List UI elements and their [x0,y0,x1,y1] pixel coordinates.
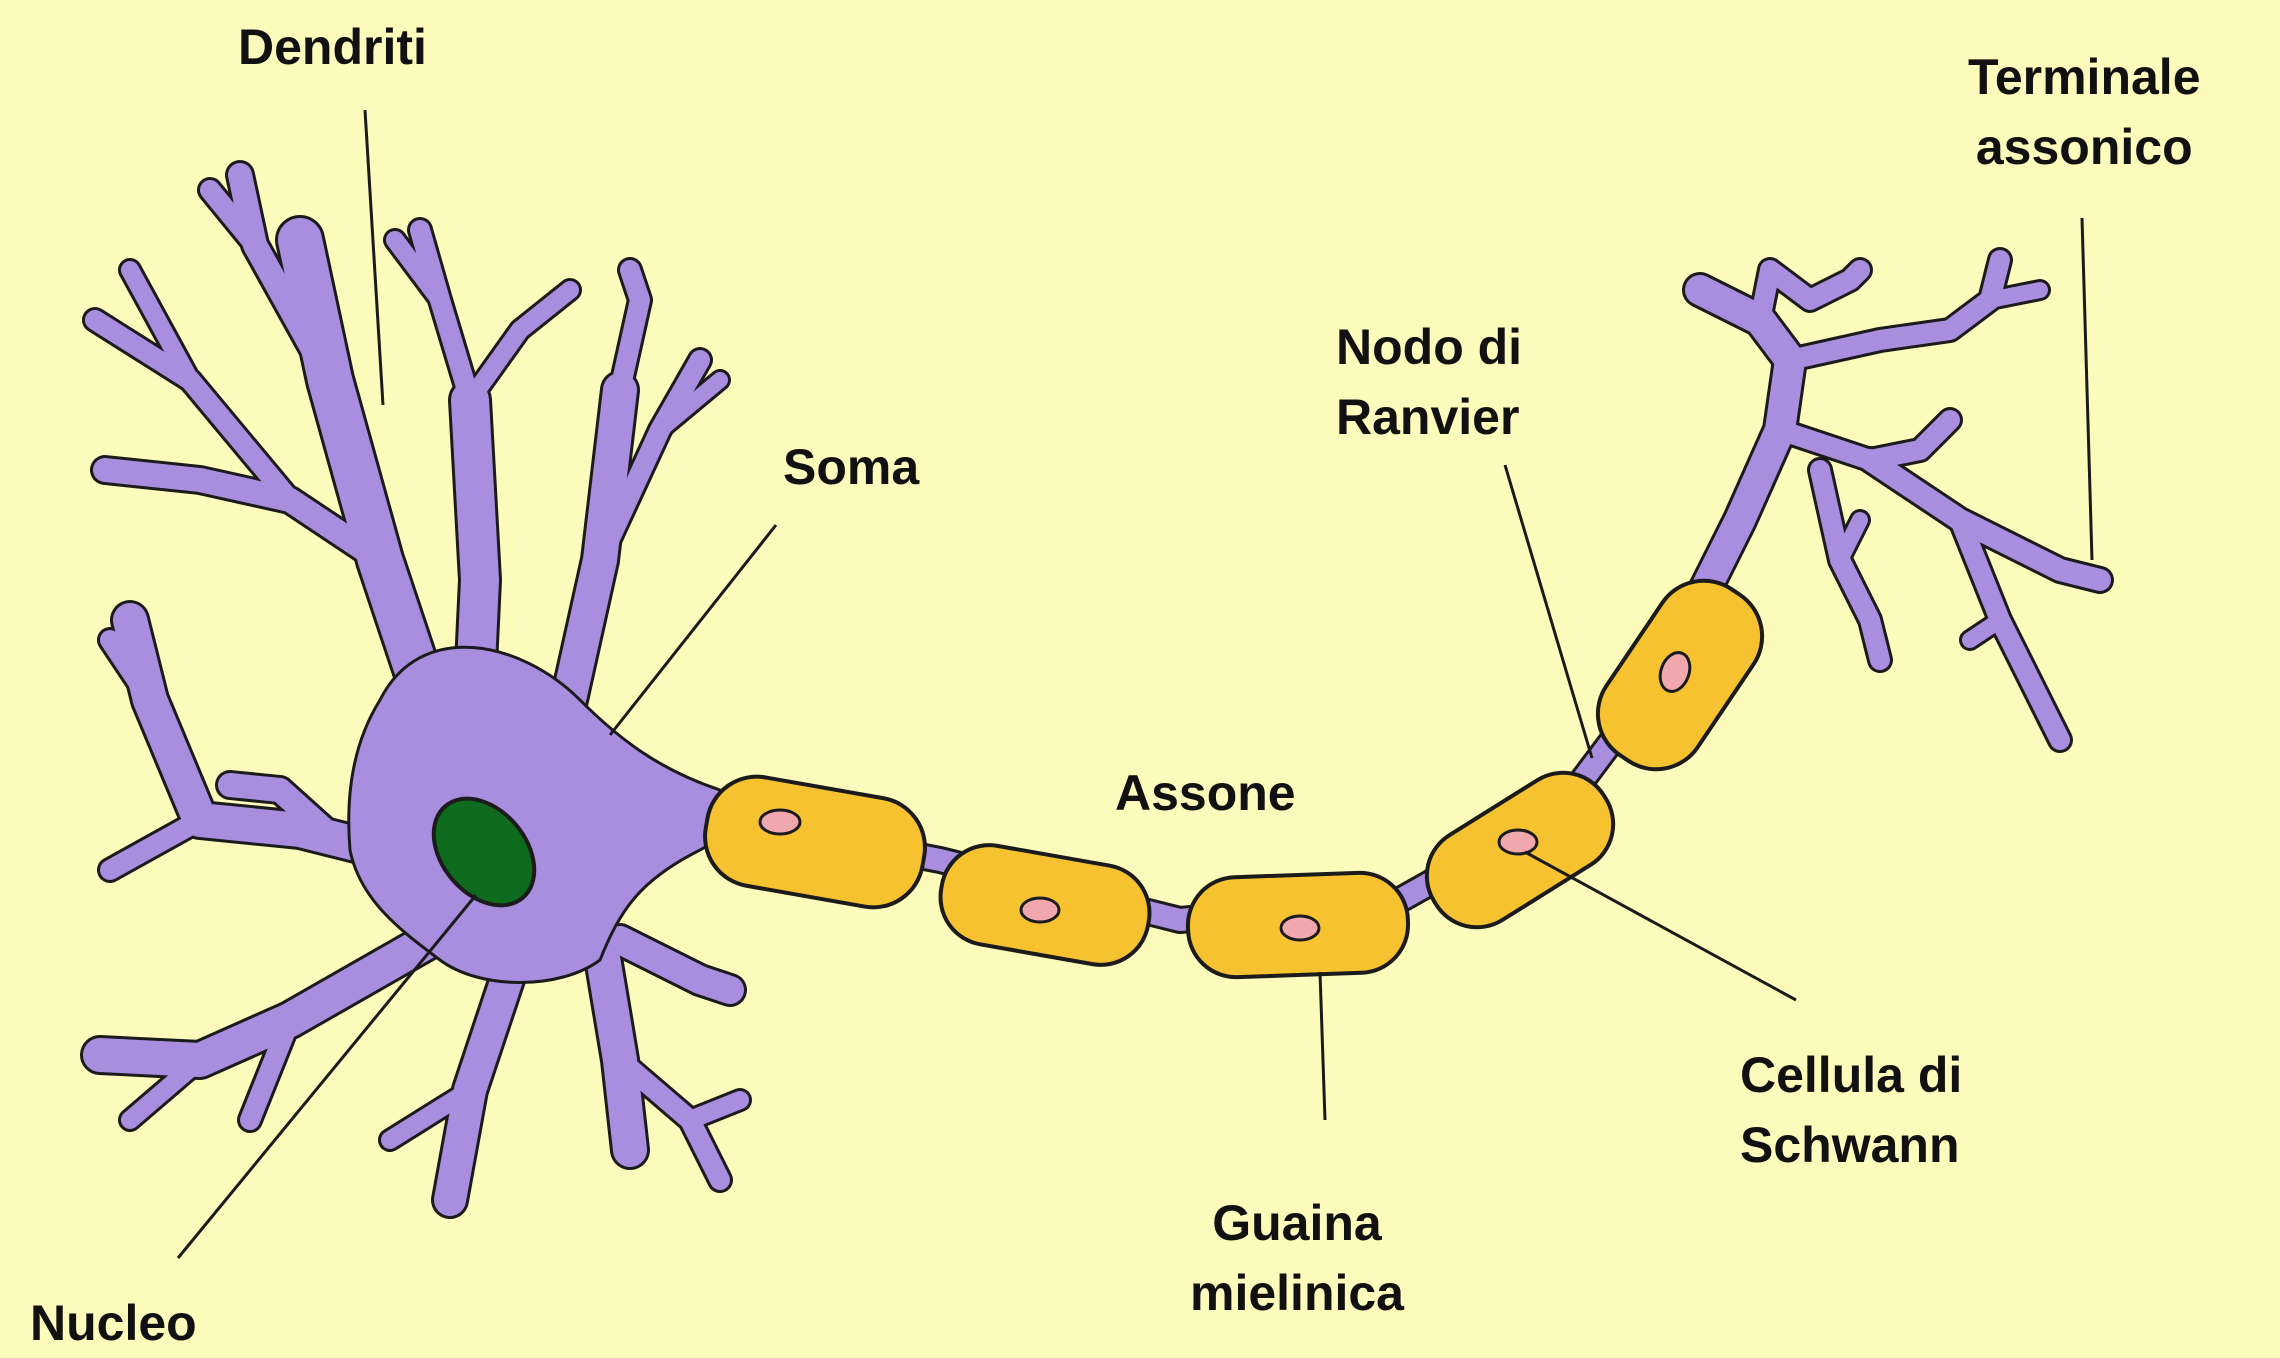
leader-guaina [1320,972,1325,1120]
label-soma: Soma [783,432,919,502]
label-guaina-line2: mielinica [1190,1258,1404,1328]
leader-dendriti [365,110,383,405]
leader-nodo [1505,465,1592,758]
label-nodo-di-ranvier: Nodo di Ranvier [1336,312,1522,452]
leader-nucleo [178,895,476,1258]
label-guaina-line1: Guaina [1190,1188,1404,1258]
label-nodo-line1: Nodo di [1336,312,1522,382]
schwann-nucleus-3 [1281,916,1319,940]
label-cellula-line1: Cellula di [1740,1040,1962,1110]
label-assone: Assone [1115,758,1296,828]
label-terminale-line1: Terminale [1968,42,2201,112]
label-cellula-di-schwann: Cellula di Schwann [1740,1040,1962,1180]
schwann-nucleus-2 [1021,898,1059,922]
schwann-nucleus-1 [760,810,800,834]
leader-soma [610,525,776,735]
schwann-cell-1 [697,769,933,916]
leader-cellula [1525,852,1796,1000]
schwann-nucleus-4 [1499,830,1537,854]
label-dendriti: Dendriti [238,12,427,82]
axon-terminal-fill [1700,260,2100,740]
label-cellula-line2: Schwann [1740,1110,1962,1180]
label-nucleo: Nucleo [30,1288,197,1358]
label-nodo-line2: Ranvier [1336,382,1522,452]
label-terminale-assonico: Terminale assonico [1968,42,2201,182]
leader-terminale [2082,218,2092,560]
label-guaina-mielinica: Guaina mielinica [1190,1188,1404,1328]
label-terminale-line2: assonico [1968,112,2201,182]
